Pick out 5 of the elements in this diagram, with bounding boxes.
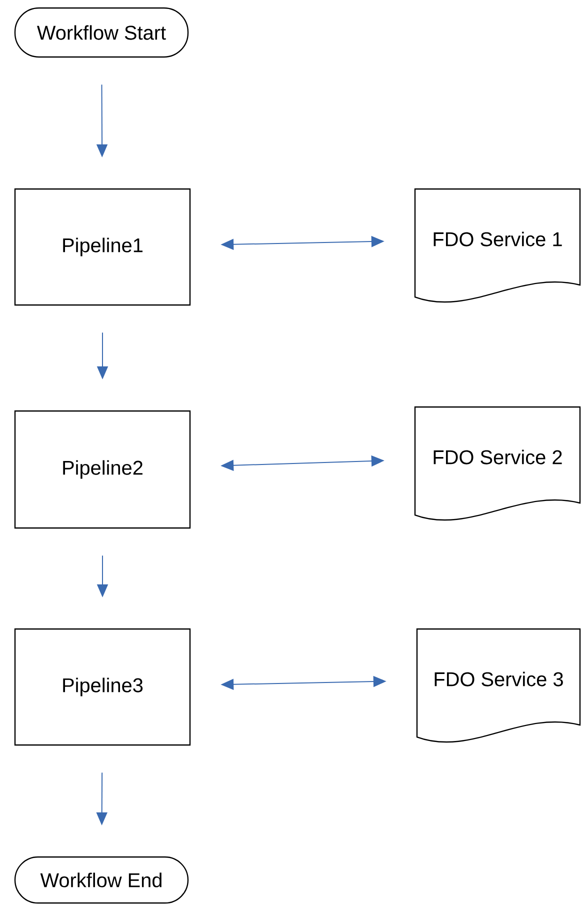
process-box: Pipeline1: [14, 188, 191, 306]
process-box: Pipeline2: [14, 410, 191, 529]
terminal-pill: Workflow End: [14, 856, 189, 904]
process-box: Pipeline3: [14, 628, 191, 746]
terminal-pill: Workflow Start: [14, 7, 189, 58]
